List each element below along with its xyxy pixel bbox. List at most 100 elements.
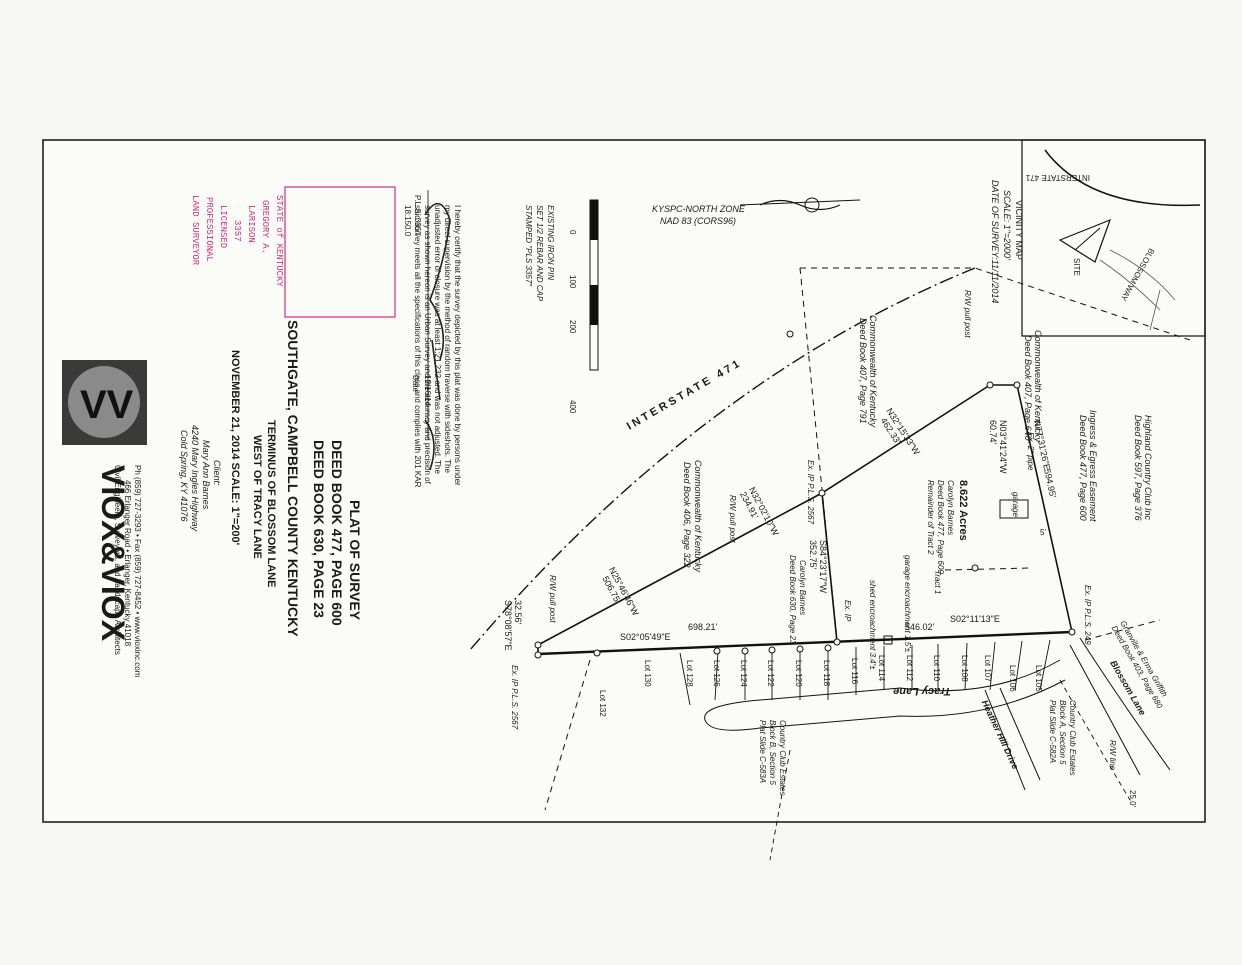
vicinity-date: DATE OF SURVEY:11/11/2014 — [990, 180, 1000, 303]
label-owner-2-deed: Deed Book 630, Page 23 — [788, 555, 797, 645]
bearing-4: S78°08'57"E — [503, 600, 513, 651]
scale-tick-400: 400 — [568, 400, 577, 414]
vicinity-site-label: SITE — [1072, 258, 1081, 276]
lot-108: Lot 108 — [960, 655, 969, 682]
signature: P.L.S. 3357 12/16/14 Date — [411, 190, 451, 471]
label-owner-1-tract: Remainder of Tract 2 — [926, 480, 935, 555]
label-cok-322-1: Commonwealth of Kentucky — [693, 460, 703, 573]
monument-pin — [824, 644, 832, 652]
monument-pin — [534, 651, 542, 659]
signature-date-value: 12/16/14 — [423, 375, 432, 407]
label-garage: garage — [1011, 492, 1020, 517]
label-owner-2: Carolyn Barnes — [798, 560, 807, 615]
monument-pin — [786, 330, 794, 338]
label-cce-b-1: Country Club Estates — [778, 720, 787, 796]
label-tract-1: Tract 1 — [933, 570, 942, 594]
plat-location: SOUTHGATE, CAMPBELL COUNTY KENTUCKY — [285, 320, 301, 637]
monument-pin — [593, 649, 601, 657]
monument-pin — [971, 564, 979, 572]
logo-monogram-icon: VV — [80, 383, 134, 427]
plat-title: PLAT OF SURVEY — [347, 500, 363, 621]
monument-pin — [1013, 381, 1021, 389]
coord-zone: KYSPC-NORTH ZONE — [652, 204, 746, 214]
label-cce-a-2: Block A, Section 5 — [1058, 700, 1067, 765]
survey-monuments — [534, 330, 1076, 659]
lot-112: Lot 112 — [905, 655, 914, 682]
street-tracy-lane: Tracy Lane — [893, 685, 951, 697]
bearing-5: S02°05'49"E — [620, 632, 671, 642]
distance-9: 60.74' — [988, 420, 998, 445]
sheet-border — [42, 139, 1206, 823]
label-cok-640-2: Deed Book 407, Page 640 — [1023, 335, 1033, 441]
label-cok-322-2: Deed Book 406, Page 322 — [682, 462, 692, 568]
vicinity-interstate-label: INTERSTATE 471 — [1025, 173, 1090, 182]
label-cce-b-2: Block B, Section 5 — [768, 720, 777, 785]
label-ingress-2: Deed Book 477, Page 600 — [1078, 415, 1088, 521]
client-address-2: Cold Spring, KY 41076 — [179, 430, 189, 521]
bearing-6: S02°11'13"E — [950, 614, 1000, 624]
stamp-line-6: PROFESSIONAL — [204, 197, 214, 262]
lot-118: Lot 118 — [822, 660, 831, 687]
distance-6: 546.02' — [905, 622, 935, 632]
label-highland-1: Highland Country Club Inc — [1143, 415, 1153, 521]
label-ingress-1: Ingress & Egress Easement — [1088, 410, 1098, 522]
monument-pin — [833, 638, 841, 646]
legend-set1: SET 1/2 REBAR AND CAP — [535, 205, 544, 302]
label-shed-encroachment: shed encroachment 3.4'± — [868, 580, 877, 670]
cert-line-1: I hereby certify that the survey depicte… — [453, 205, 462, 486]
lot-124: Lot 124 — [739, 660, 748, 687]
lot-114: Lot 114 — [877, 655, 886, 682]
interstate-centerline — [469, 267, 976, 651]
north-arrow: KYSPC-NORTH ZONE NAD 83 (CORS96) — [652, 197, 861, 226]
label-rw-pull-post-1: R/W pull post — [963, 290, 972, 338]
lot-122: Lot 122 — [766, 660, 775, 687]
label-exip-2: Ex. IP P.L.S. 2567 — [510, 665, 519, 730]
plat-deed-1: DEED BOOK 477, PAGE 600 — [329, 440, 345, 626]
company-phone: Ph (859) 727-3293 • Fax (859) 727-8452 •… — [133, 465, 142, 678]
vicinity-scale: SCALE: 1"=2000' — [1002, 190, 1012, 260]
distance-4: 32.56' — [513, 600, 523, 625]
label-ex-pipe: Ex. 2" pipe — [1026, 432, 1035, 471]
plat-terminus-2: WEST OF TRACY LANE — [251, 435, 263, 559]
label-rw-pull-post-3: R/W pull post — [548, 575, 557, 623]
lot-110: Lot 110 — [932, 655, 941, 682]
lot-132: Lot 132 — [598, 690, 607, 717]
plat-date-scale: NOVEMBER 21, 2014 SCALE: 1"=200' — [229, 350, 241, 546]
property-lines — [469, 267, 1191, 861]
lot-105: Lot 105 — [1034, 665, 1043, 692]
label-owner-1: Carolyn Barnes — [946, 480, 955, 535]
stamp-line-1: STATE of KENTUCKY — [274, 195, 284, 287]
vicinity-title: VICINITY MAP — [1014, 200, 1024, 260]
scale-tick-100: 100 — [568, 275, 577, 289]
signature-pls: P.L.S. 3357 — [413, 195, 422, 236]
stamp-line-2: GREGORY A. — [260, 200, 270, 254]
label-cce-a-3: Plat Slide C-582A — [1048, 700, 1057, 763]
label-acres: 8.622 Acres — [957, 480, 969, 541]
label-exip-3: Ex. IP P.L.S. 249 — [1083, 585, 1092, 645]
plat-terminus-1: TERMINUS OF BLOSSOM LANE — [265, 420, 277, 587]
label-cce-a-1: Country Club Estates — [1068, 700, 1077, 776]
legend-existing: EXISTING IRON PIN — [546, 205, 555, 280]
monument-pin — [986, 381, 994, 389]
monument-pin — [713, 647, 721, 655]
cert-line-3: unadjusted error of closure was at least… — [433, 205, 442, 474]
label-cok-791-2: Deed Book 407, Page 791 — [858, 318, 868, 424]
client-label: Client: — [212, 460, 222, 486]
client-address-1: 4240 Mary Ingles Highway — [190, 425, 200, 532]
monument-pin — [818, 489, 826, 497]
label-highland-2: Deed Book 597, Page 376 — [1133, 415, 1143, 521]
stamp-line-4: 3357 — [232, 220, 242, 242]
label-cok-791-1: Commonwealth of Kentucky — [868, 315, 878, 428]
lot-116: Lot 116 — [850, 658, 859, 685]
label-five-ft: 5' — [1040, 528, 1046, 537]
client-name: Mary Ann Barnes — [201, 440, 211, 510]
label-rw-line: R/W line — [1108, 740, 1117, 771]
stamp-line-5: LICENSED — [218, 205, 228, 248]
plat-deed-2: DEED BOOK 630, PAGE 23 — [311, 440, 327, 618]
monument-pin — [741, 647, 749, 655]
company-address: 466 Erlanger Road • Erlanger, Kentucky 4… — [123, 480, 132, 647]
bearing-7: S84°23'17"W — [818, 540, 828, 594]
label-rw-pull-post-2: R/W pull post — [728, 495, 737, 543]
label-cce-b-3: Plat Slide C-583A — [758, 720, 767, 783]
